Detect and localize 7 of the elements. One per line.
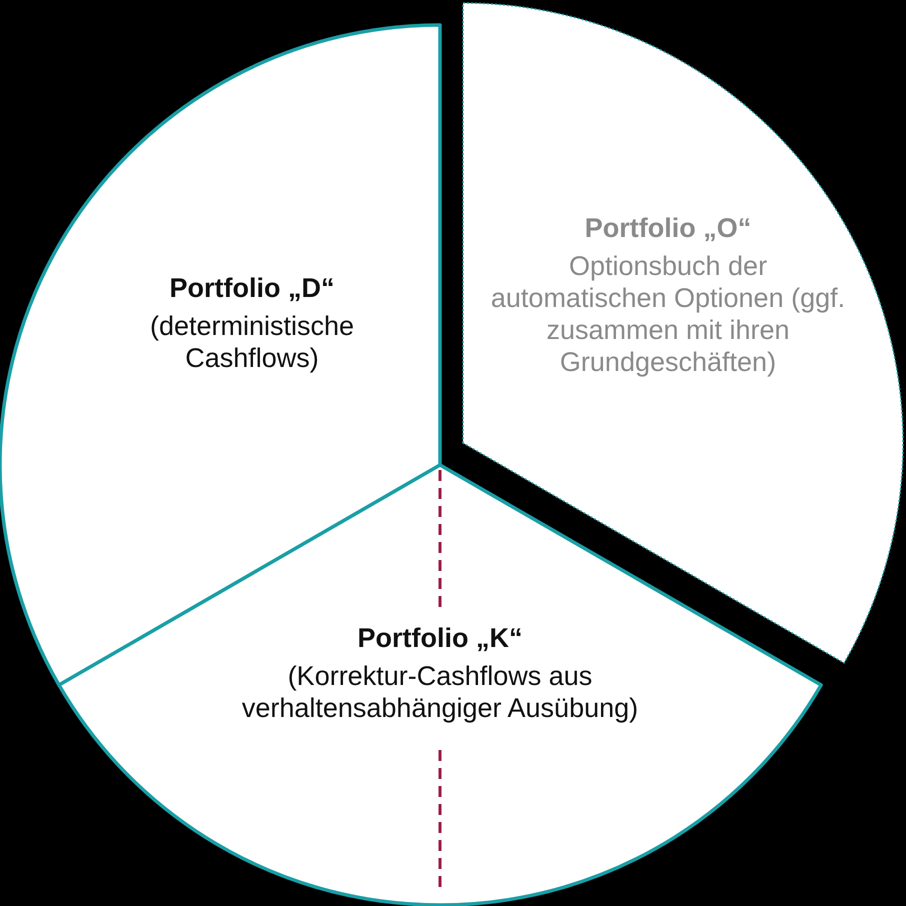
pie-segment bbox=[58, 465, 822, 905]
segment-title: Portfolio „K“ bbox=[356, 622, 524, 654]
segment-description: Optionsbuch der automatischen Optionen (ggf. zusammen mit ihren Grundgeschäften) bbox=[490, 250, 846, 378]
segment-description: (Korrektur-Cashflows aus verhaltensabhängiger Ausübung) bbox=[240, 660, 640, 724]
segment-description: (deterministische Cashflows) bbox=[148, 310, 356, 374]
segment-title: Portfolio „O“ bbox=[584, 212, 752, 244]
segment-title: Portfolio „D“ bbox=[168, 272, 336, 304]
